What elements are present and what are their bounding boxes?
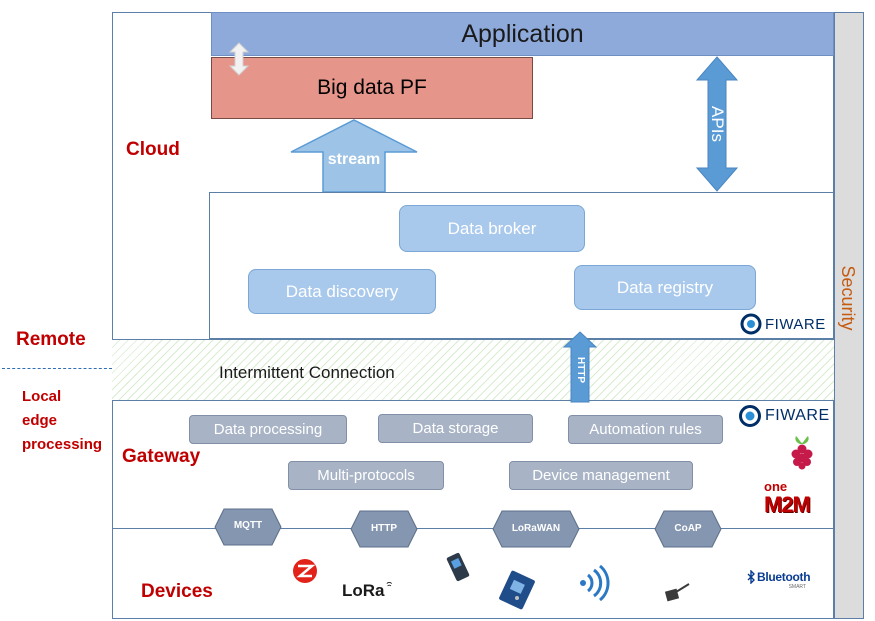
multi-protocols-box: Multi-protocols xyxy=(288,461,444,490)
fiware-swirl-icon xyxy=(739,405,761,427)
security-label: Security xyxy=(838,265,858,331)
application-label: Application xyxy=(461,19,584,48)
http-hexagon-icon xyxy=(350,510,418,548)
multi-protocols-label: Multi-protocols xyxy=(317,467,415,484)
apis-arrow-icon xyxy=(695,56,739,192)
gateway-layer-label: Gateway xyxy=(122,446,201,467)
http-up-arrow-icon xyxy=(562,331,598,403)
fiware-wordmark: FIWARE xyxy=(765,315,826,333)
data-discovery-box: Data discovery xyxy=(248,269,436,314)
fiware-wordmark: FIWARE xyxy=(765,407,830,424)
http-arrow-label: HTTP xyxy=(575,356,586,384)
vertical-double-arrow-icon xyxy=(228,42,250,76)
local-edge-processing-label: Local edge processing xyxy=(22,385,117,457)
wireless-signal-icon xyxy=(580,565,610,601)
local-edge-line-2: edge xyxy=(22,412,58,429)
http-protocol-label: HTTP xyxy=(370,523,398,534)
remote-label: Remote xyxy=(16,329,86,350)
automation-rules-label: Automation rules xyxy=(589,421,702,438)
devices-layer-label: Devices xyxy=(141,581,213,602)
local-edge-line-3: processing xyxy=(22,436,103,453)
bluetooth-logo: Bluetooth SMART xyxy=(746,570,816,598)
data-storage-label: Data storage xyxy=(412,420,499,437)
bluetooth-icon xyxy=(747,570,755,584)
fiware-logo-gateway: FIWARE xyxy=(738,404,830,428)
data-discovery-label: Data discovery xyxy=(285,281,399,301)
fiware-logo-cloud: FIWARE xyxy=(740,313,830,335)
cloud-layer-label: Cloud xyxy=(126,139,180,160)
lora-wave-icon xyxy=(386,582,392,587)
mqtt-hexagon-icon xyxy=(214,508,282,546)
bigdata-label: Big data PF xyxy=(317,76,427,99)
local-edge-line-1: Local xyxy=(22,388,62,405)
small-module-icon xyxy=(664,583,690,602)
lorawan-hexagon-icon xyxy=(492,510,580,548)
automation-rules-box: Automation rules xyxy=(568,415,723,444)
data-registry-label: Data registry xyxy=(616,277,714,297)
bigdata-platform: Big data PF xyxy=(211,57,533,119)
intermittent-connection-label: Intermittent Connection xyxy=(219,363,395,382)
sensor-board-icon xyxy=(446,552,470,582)
gateway-devices-divider xyxy=(112,528,834,529)
application-layer: Application xyxy=(211,12,834,56)
device-management-box: Device management xyxy=(509,461,693,490)
bluetooth-smart-label: SMART xyxy=(788,584,806,590)
lorawan-label: LoRaWAN xyxy=(511,523,561,534)
remote-divider-line xyxy=(2,368,112,369)
stream-label: stream xyxy=(327,151,381,168)
data-registry-box: Data registry xyxy=(574,265,756,310)
lora-wordmark: LoRa xyxy=(342,581,385,600)
device-management-label: Device management xyxy=(532,467,670,484)
dev-board-icon xyxy=(499,570,535,610)
bluetooth-wordmark: Bluetooth xyxy=(757,570,811,584)
zigbee-icon xyxy=(293,559,317,583)
intermittent-connection-band xyxy=(112,339,834,401)
apis-label: APIs xyxy=(708,106,727,142)
data-broker-box: Data broker xyxy=(399,205,585,252)
data-broker-label: Data broker xyxy=(447,218,537,238)
fiware-swirl-icon xyxy=(740,313,762,335)
coap-label: CoAP xyxy=(674,523,702,534)
security-bar xyxy=(834,12,864,619)
raspberry-pi-icon xyxy=(791,436,813,470)
lora-logo: LoRa xyxy=(342,580,392,602)
data-processing-box: Data processing xyxy=(189,415,347,444)
onem2m-m2m: M2M xyxy=(764,492,811,517)
data-storage-box: Data storage xyxy=(378,414,533,443)
onem2m-logo: one M2M xyxy=(764,480,826,520)
data-processing-label: Data processing xyxy=(213,421,323,438)
onem2m-one: one xyxy=(764,479,788,494)
coap-hexagon-icon xyxy=(654,510,722,548)
mqtt-label: MQTT xyxy=(233,520,263,531)
